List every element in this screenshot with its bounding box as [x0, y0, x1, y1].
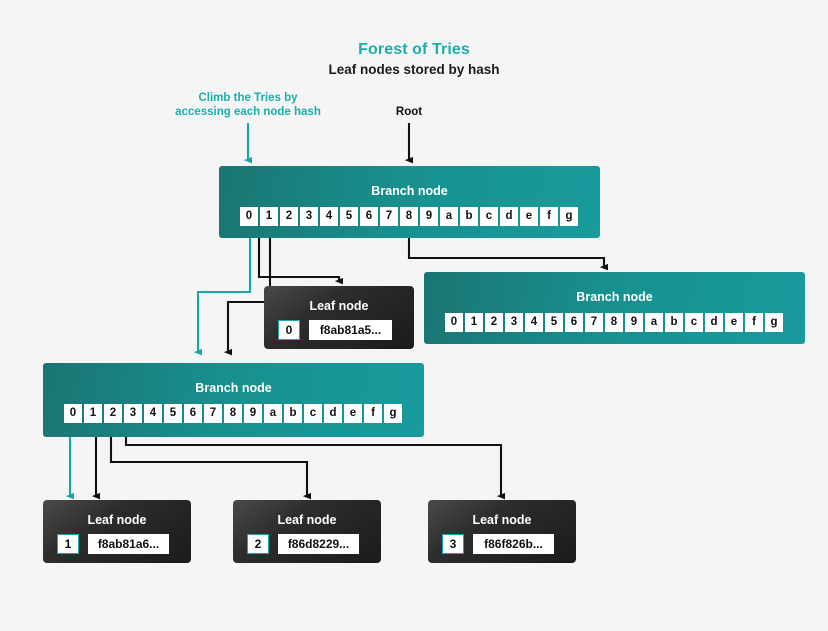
diagram-subtitle: Leaf nodes stored by hash — [328, 62, 500, 77]
leaf-node-label: Leaf node — [87, 513, 147, 527]
leaf-node-label: Leaf node — [472, 513, 532, 527]
branch-cell-g[interactable]: g — [765, 313, 783, 332]
branch-cell-c[interactable]: c — [304, 404, 322, 423]
branch-cell-8[interactable]: 8 — [605, 313, 623, 332]
leaf-node-2[interactable]: Leaf node 2 f86d8229... — [233, 500, 381, 563]
branch-cell-2[interactable]: 2 — [485, 313, 503, 332]
branch-cell-d[interactable]: d — [324, 404, 342, 423]
branch-cell-9[interactable]: 9 — [420, 207, 438, 226]
branch-cell-e[interactable]: e — [520, 207, 538, 226]
branch-cell-4[interactable]: 4 — [320, 207, 338, 226]
branch-cell-6[interactable]: 6 — [184, 404, 202, 423]
wire-left2-to-leaf2 — [109, 427, 312, 500]
branch-cell-2[interactable]: 2 — [104, 404, 122, 423]
branch-cell-7[interactable]: 7 — [380, 207, 398, 226]
wire-left3-to-leaf3 — [124, 427, 506, 500]
branch-cell-8[interactable]: 8 — [224, 404, 242, 423]
branch-cell-e[interactable]: e — [725, 313, 743, 332]
branch-cell-5[interactable]: 5 — [340, 207, 358, 226]
branch-node-root[interactable]: Branch node 0 1 2 3 4 5 6 7 8 9 a b c d … — [219, 166, 600, 238]
root-annotation: Root — [395, 106, 423, 118]
leaf-index-box[interactable]: 1 — [57, 534, 79, 554]
leaf-index-box[interactable]: 3 — [442, 534, 464, 554]
branch-cell-1[interactable]: 1 — [465, 313, 483, 332]
branch-cell-c[interactable]: c — [480, 207, 498, 226]
branch-cell-3[interactable]: 3 — [300, 207, 318, 226]
branch-cell-2[interactable]: 2 — [280, 207, 298, 226]
branch-cell-b[interactable]: b — [665, 313, 683, 332]
branch-cell-6[interactable]: 6 — [360, 207, 378, 226]
leaf-hash-box[interactable]: f86f826b... — [473, 534, 554, 554]
branch-cell-1[interactable]: 1 — [260, 207, 278, 226]
branch-cell-6[interactable]: 6 — [565, 313, 583, 332]
branch-cell-a[interactable]: a — [440, 207, 458, 226]
branch-cell-3[interactable]: 3 — [124, 404, 142, 423]
climb-the-tries-annotation: Climb the Tries by accessing each node h… — [175, 92, 321, 118]
leaf-index-box[interactable]: 2 — [247, 534, 269, 554]
branch-cell-g[interactable]: g — [560, 207, 578, 226]
leaf-node-label: Leaf node — [277, 513, 337, 527]
wire-root0-to-left-branch — [193, 228, 252, 356]
leaf-node-row: 0 f8ab81a5... — [278, 320, 392, 340]
branch-cell-f[interactable]: f — [540, 207, 558, 226]
branch-cell-b[interactable]: b — [284, 404, 302, 423]
branch-node-label: Branch node — [195, 381, 272, 395]
branch-cell-a[interactable]: a — [645, 313, 663, 332]
branch-cell-4[interactable]: 4 — [525, 313, 543, 332]
branch-cell-5[interactable]: 5 — [545, 313, 563, 332]
branch-cell-a[interactable]: a — [264, 404, 282, 423]
branch-cells-left: 0 1 2 3 4 5 6 7 8 9 a b c d e f g — [64, 404, 402, 423]
leaf-node-1[interactable]: Leaf node 1 f8ab81a6... — [43, 500, 191, 563]
leaf-node-row: 3 f86f826b... — [442, 534, 554, 554]
leaf-node-label: Leaf node — [309, 299, 369, 313]
branch-cell-1[interactable]: 1 — [84, 404, 102, 423]
leaf-index-box[interactable]: 0 — [278, 320, 300, 340]
branch-node-label: Branch node — [576, 290, 653, 304]
branch-node-left[interactable]: Branch node 0 1 2 3 4 5 6 7 8 9 a b c d … — [43, 363, 424, 437]
branch-node-right[interactable]: Branch node 0 1 2 3 4 5 6 7 8 9 a b c d … — [424, 272, 805, 344]
branch-node-label: Branch node — [371, 184, 448, 198]
branch-cell-0[interactable]: 0 — [240, 207, 258, 226]
branch-cell-b[interactable]: b — [460, 207, 478, 226]
branch-cells-right: 0 1 2 3 4 5 6 7 8 9 a b c d e f g — [445, 313, 783, 332]
branch-cell-f[interactable]: f — [745, 313, 763, 332]
branch-cell-d[interactable]: d — [705, 313, 723, 332]
branch-cell-c[interactable]: c — [685, 313, 703, 332]
branch-cell-f[interactable]: f — [364, 404, 382, 423]
branch-cell-8[interactable]: 8 — [400, 207, 418, 226]
branch-cell-d[interactable]: d — [500, 207, 518, 226]
branch-cell-7[interactable]: 7 — [204, 404, 222, 423]
branch-cell-9[interactable]: 9 — [625, 313, 643, 332]
branch-cell-0[interactable]: 0 — [64, 404, 82, 423]
leaf-hash-box[interactable]: f8ab81a6... — [88, 534, 169, 554]
diagram-title: Forest of Tries — [358, 41, 470, 58]
branch-cell-5[interactable]: 5 — [164, 404, 182, 423]
leaf-node-top[interactable]: Leaf node 0 f8ab81a5... — [264, 286, 414, 349]
branch-cell-e[interactable]: e — [344, 404, 362, 423]
branch-cell-0[interactable]: 0 — [445, 313, 463, 332]
branch-cell-4[interactable]: 4 — [144, 404, 162, 423]
leaf-hash-box[interactable]: f8ab81a5... — [309, 320, 392, 340]
leaf-hash-box[interactable]: f86d8229... — [278, 534, 359, 554]
branch-cell-3[interactable]: 3 — [505, 313, 523, 332]
leaf-node-3[interactable]: Leaf node 3 f86f826b... — [428, 500, 576, 563]
branch-cell-g[interactable]: g — [384, 404, 402, 423]
branch-cells-root: 0 1 2 3 4 5 6 7 8 9 a b c d e f g — [240, 207, 578, 226]
branch-cell-7[interactable]: 7 — [585, 313, 603, 332]
leaf-node-row: 2 f86d8229... — [247, 534, 359, 554]
leaf-node-row: 1 f8ab81a6... — [57, 534, 169, 554]
branch-cell-9[interactable]: 9 — [244, 404, 262, 423]
